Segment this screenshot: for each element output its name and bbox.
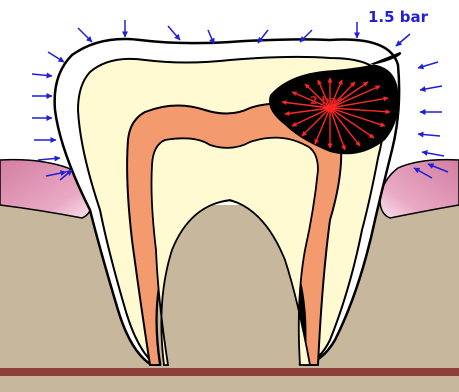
root-canal-base-line xyxy=(0,368,459,376)
outer-arrow xyxy=(78,28,92,42)
outer-arrow xyxy=(418,134,440,136)
outer-arrow xyxy=(38,158,60,160)
inner-pressure-label: 2 bar xyxy=(310,94,343,107)
outer-arrow xyxy=(418,62,438,68)
outer-arrow xyxy=(396,34,410,46)
outer-arrow xyxy=(422,152,444,156)
jaw-bone-base xyxy=(0,205,459,392)
outer-arrow xyxy=(48,52,64,62)
outer-pressure-label: 1.5 bar xyxy=(368,8,429,26)
outer-arrow xyxy=(420,86,442,90)
outer-arrow xyxy=(168,26,180,40)
outer-arrow xyxy=(32,74,52,76)
